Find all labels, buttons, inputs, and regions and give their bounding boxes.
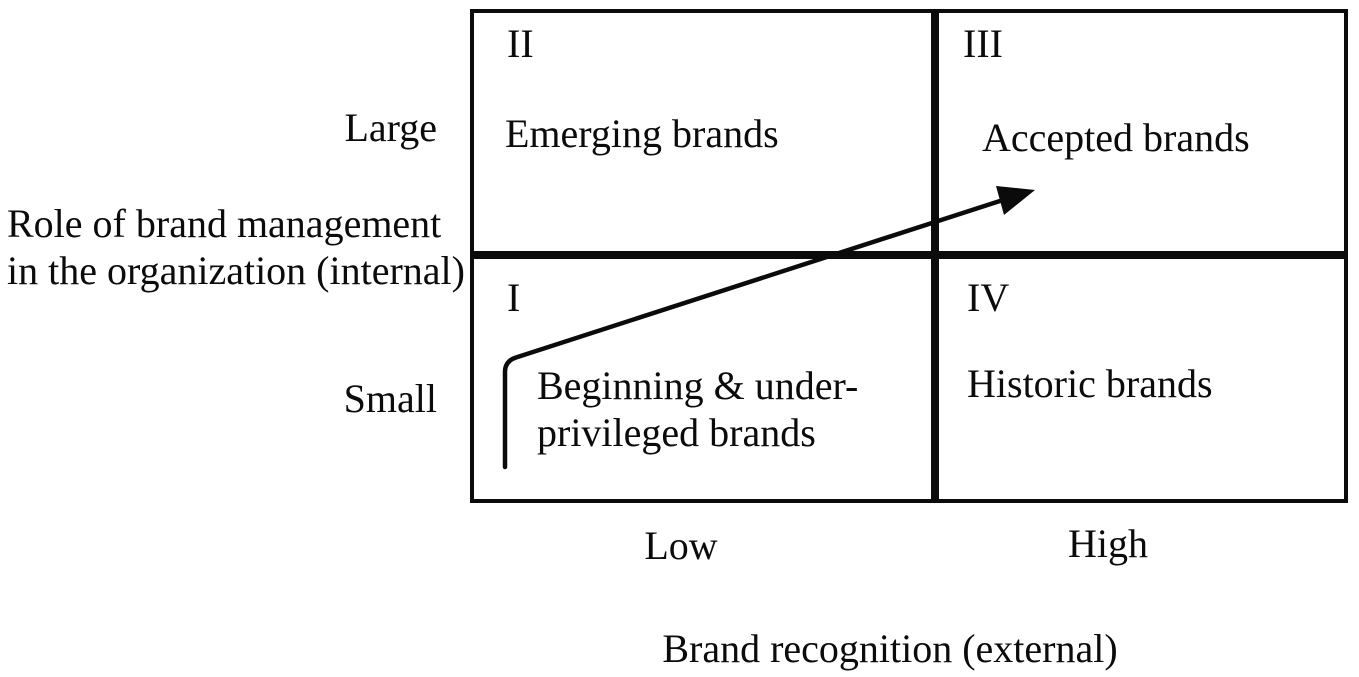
x-axis-low-label: Low bbox=[644, 523, 718, 568]
x-axis-high-label: High bbox=[1068, 521, 1148, 566]
quadrant-numeral-iii: III bbox=[963, 21, 1003, 66]
y-axis-low-label: Small bbox=[343, 376, 437, 421]
y-axis-high-label: Large bbox=[344, 105, 437, 150]
quadrant-label-historic-brands: Historic brands bbox=[967, 361, 1213, 406]
quadrant-beginning-underprivileged-brands: I Beginning & under- privileged brands bbox=[470, 255, 935, 503]
quadrant-numeral-i: I bbox=[507, 275, 521, 320]
quadrant-label-emerging-brands: Emerging brands bbox=[505, 111, 779, 156]
y-axis-title: Role of brand management in the organiza… bbox=[7, 201, 465, 293]
quadrant-accepted-brands: III Accepted brands bbox=[935, 9, 1348, 255]
x-axis-title: Brand recognition (external) bbox=[662, 626, 1118, 671]
quadrant-numeral-iv: IV bbox=[967, 275, 1010, 320]
quadrant-historic-brands: IV Historic brands bbox=[935, 255, 1348, 503]
quadrant-emerging-brands: II Emerging brands bbox=[470, 9, 935, 255]
quadrant-label-beginning-underprivileged-brands: Beginning & under- privileged brands bbox=[537, 363, 859, 455]
quadrant-label-accepted-brands: Accepted brands bbox=[982, 115, 1250, 160]
quadrant-numeral-ii: II bbox=[507, 21, 534, 66]
